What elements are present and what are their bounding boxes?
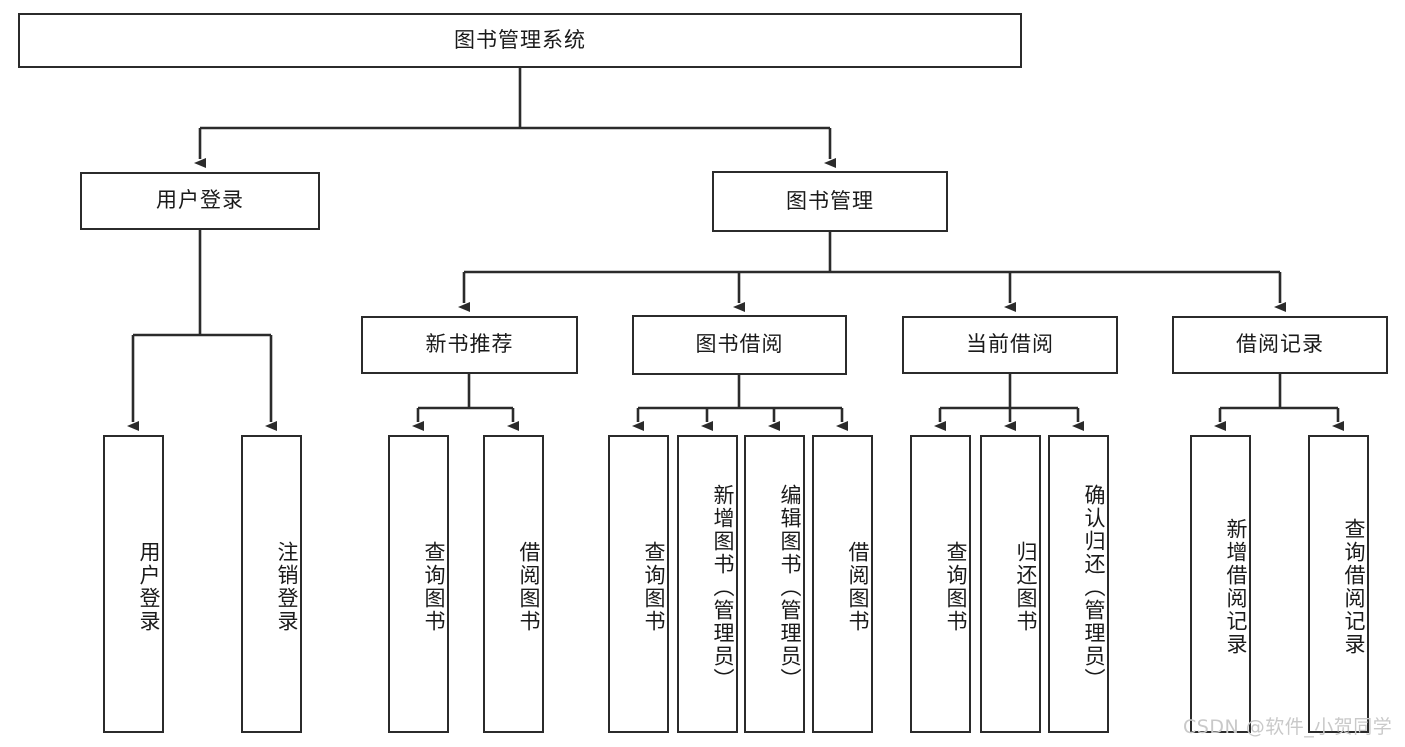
node-book-manage-label: 图书管理 [786,188,874,213]
node-new-book-rec-label: 新书推荐 [425,332,514,357]
node-leaf-user-login[interactable]: 用户登录 [103,435,164,733]
node-root[interactable]: 图书管理系统 [18,13,1022,68]
node-leaf-query-book-2[interactable]: 查询图书 [608,435,669,733]
node-leaf-user-login-label: 用户登录 [137,541,161,633]
node-leaf-return-book[interactable]: 归还图书 [980,435,1041,733]
node-leaf-borrow-book-1-label: 借阅图书 [517,541,541,633]
node-leaf-logout[interactable]: 注销登录 [241,435,302,733]
node-leaf-return-book-label: 归还图书 [1014,541,1038,633]
node-leaf-borrow-book-1[interactable]: 借阅图书 [483,435,544,733]
node-user-login[interactable]: 用户登录 [80,172,320,230]
node-leaf-query-book-1-label: 查询图书 [422,541,446,633]
node-book-borrow-label: 图书借阅 [695,332,784,357]
node-root-label: 图书管理系统 [454,27,586,52]
node-leaf-query-book-3-label: 查询图书 [944,541,968,633]
node-current-borrow[interactable]: 当前借阅 [902,316,1118,374]
node-leaf-query-record-label: 查询借阅记录 [1342,518,1366,656]
node-leaf-edit-book-label: 编辑图书（管理员） [778,483,802,691]
node-leaf-query-book-2-label: 查询图书 [642,541,666,633]
node-leaf-confirm-return[interactable]: 确认归还（管理员） [1048,435,1109,733]
node-leaf-add-record[interactable]: 新增借阅记录 [1190,435,1251,733]
csdn-watermark: CSDN @软件_小贺同学 [1183,716,1393,738]
node-borrow-record[interactable]: 借阅记录 [1172,316,1388,374]
node-leaf-borrow-book-2[interactable]: 借阅图书 [812,435,873,733]
node-leaf-add-book[interactable]: 新增图书（管理员） [677,435,738,733]
node-leaf-query-record[interactable]: 查询借阅记录 [1308,435,1369,733]
node-leaf-borrow-book-2-label: 借阅图书 [846,541,870,633]
node-leaf-logout-label: 注销登录 [275,541,299,633]
node-book-manage[interactable]: 图书管理 [712,171,948,232]
node-leaf-edit-book[interactable]: 编辑图书（管理员） [744,435,805,733]
node-user-login-label: 用户登录 [156,188,244,213]
node-leaf-add-book-label: 新增图书（管理员） [711,483,735,691]
node-leaf-query-book-3[interactable]: 查询图书 [910,435,971,733]
node-current-borrow-label: 当前借阅 [966,332,1054,357]
node-borrow-record-label: 借阅记录 [1236,332,1324,357]
node-new-book-rec[interactable]: 新书推荐 [361,316,578,374]
node-leaf-query-book-1[interactable]: 查询图书 [388,435,449,733]
node-leaf-add-record-label: 新增借阅记录 [1224,518,1248,656]
node-book-borrow[interactable]: 图书借阅 [632,315,847,375]
node-leaf-confirm-return-label: 确认归还（管理员） [1082,483,1106,691]
